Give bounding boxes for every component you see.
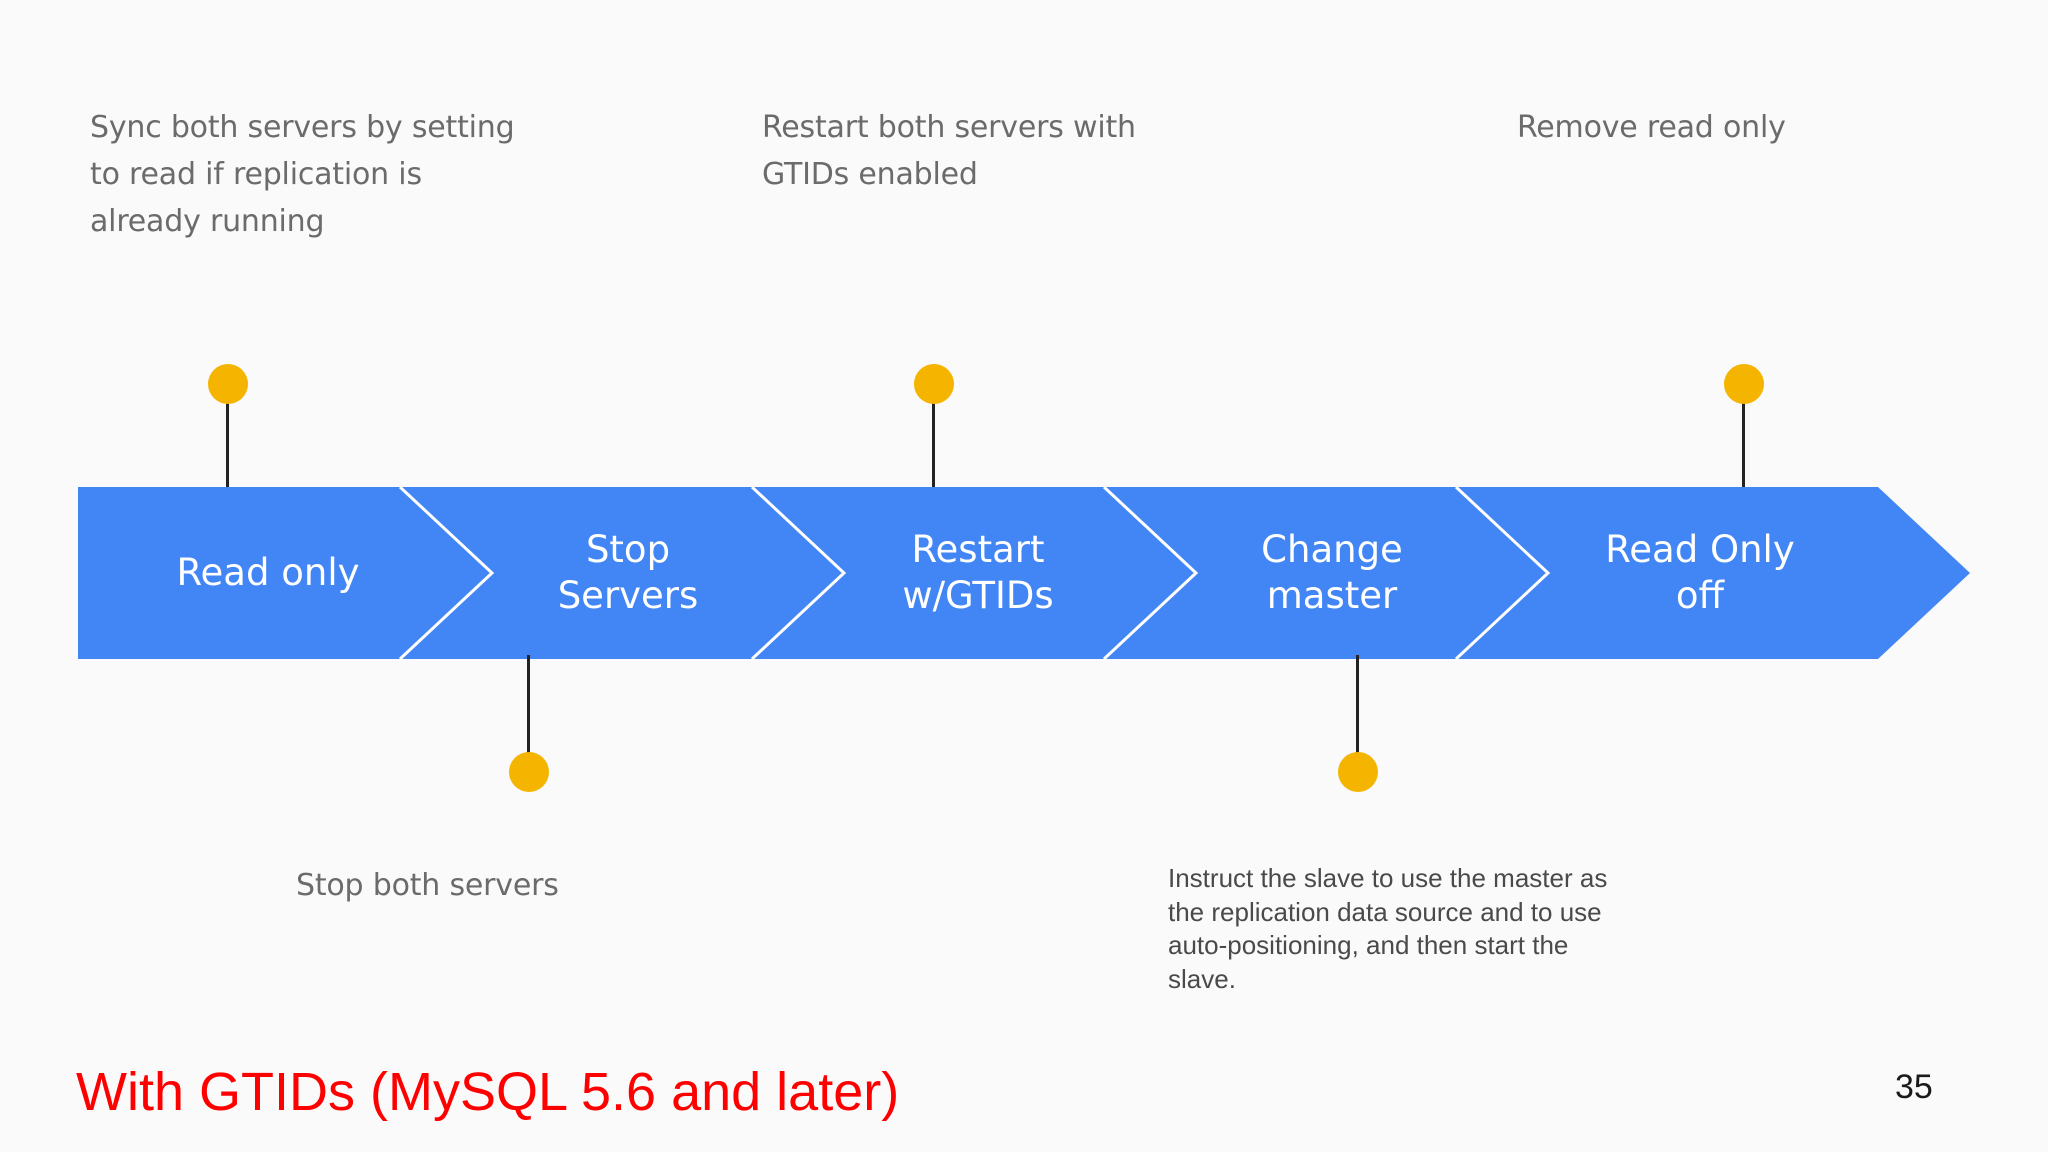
chevron-step-label-2[interactable]: Stop Servers — [557, 527, 699, 617]
connector-stem-above-1 — [226, 383, 229, 491]
connector-dot-below-2 — [1338, 752, 1378, 792]
chevron-step-label-1[interactable]: Read only — [176, 550, 360, 594]
chevron-body — [78, 487, 1970, 659]
connector-dot-above-1 — [208, 364, 248, 404]
chevron-step-label-5[interactable]: Read Only off — [1605, 527, 1795, 617]
chevron-step-label-4[interactable]: Change master — [1261, 527, 1403, 617]
chevron-separators — [398, 487, 1551, 659]
annotation-text-below-1: Stop both servers — [296, 868, 559, 903]
annotation-text-above-3: Remove read only — [1517, 110, 1786, 145]
slide-title: With GTIDs (MySQL 5.6 and later) — [76, 1062, 900, 1122]
annotation-text-above-2: Restart both servers with GTIDs enabled — [762, 110, 1136, 193]
page-number: 35 — [1895, 1068, 1933, 1106]
process-chevron-bar: Read only Stop Servers Restart w/GTIDs C… — [78, 487, 1970, 659]
connector-stem-below-2 — [1356, 655, 1359, 765]
annotation-text-above-1: Sync both servers by setting to read if … — [90, 110, 515, 240]
annotation-text-below-2: Instruct the slave to use the master as … — [1168, 863, 1608, 994]
connector-stem-above-3 — [1742, 383, 1745, 491]
connector-stem-above-2 — [932, 383, 935, 491]
chevron-step-label-3[interactable]: Restart w/GTIDs — [902, 527, 1054, 617]
connector-stem-below-1 — [527, 655, 530, 765]
connector-dot-above-2 — [914, 364, 954, 404]
connector-dot-above-3 — [1724, 364, 1764, 404]
connector-dot-below-1 — [509, 752, 549, 792]
